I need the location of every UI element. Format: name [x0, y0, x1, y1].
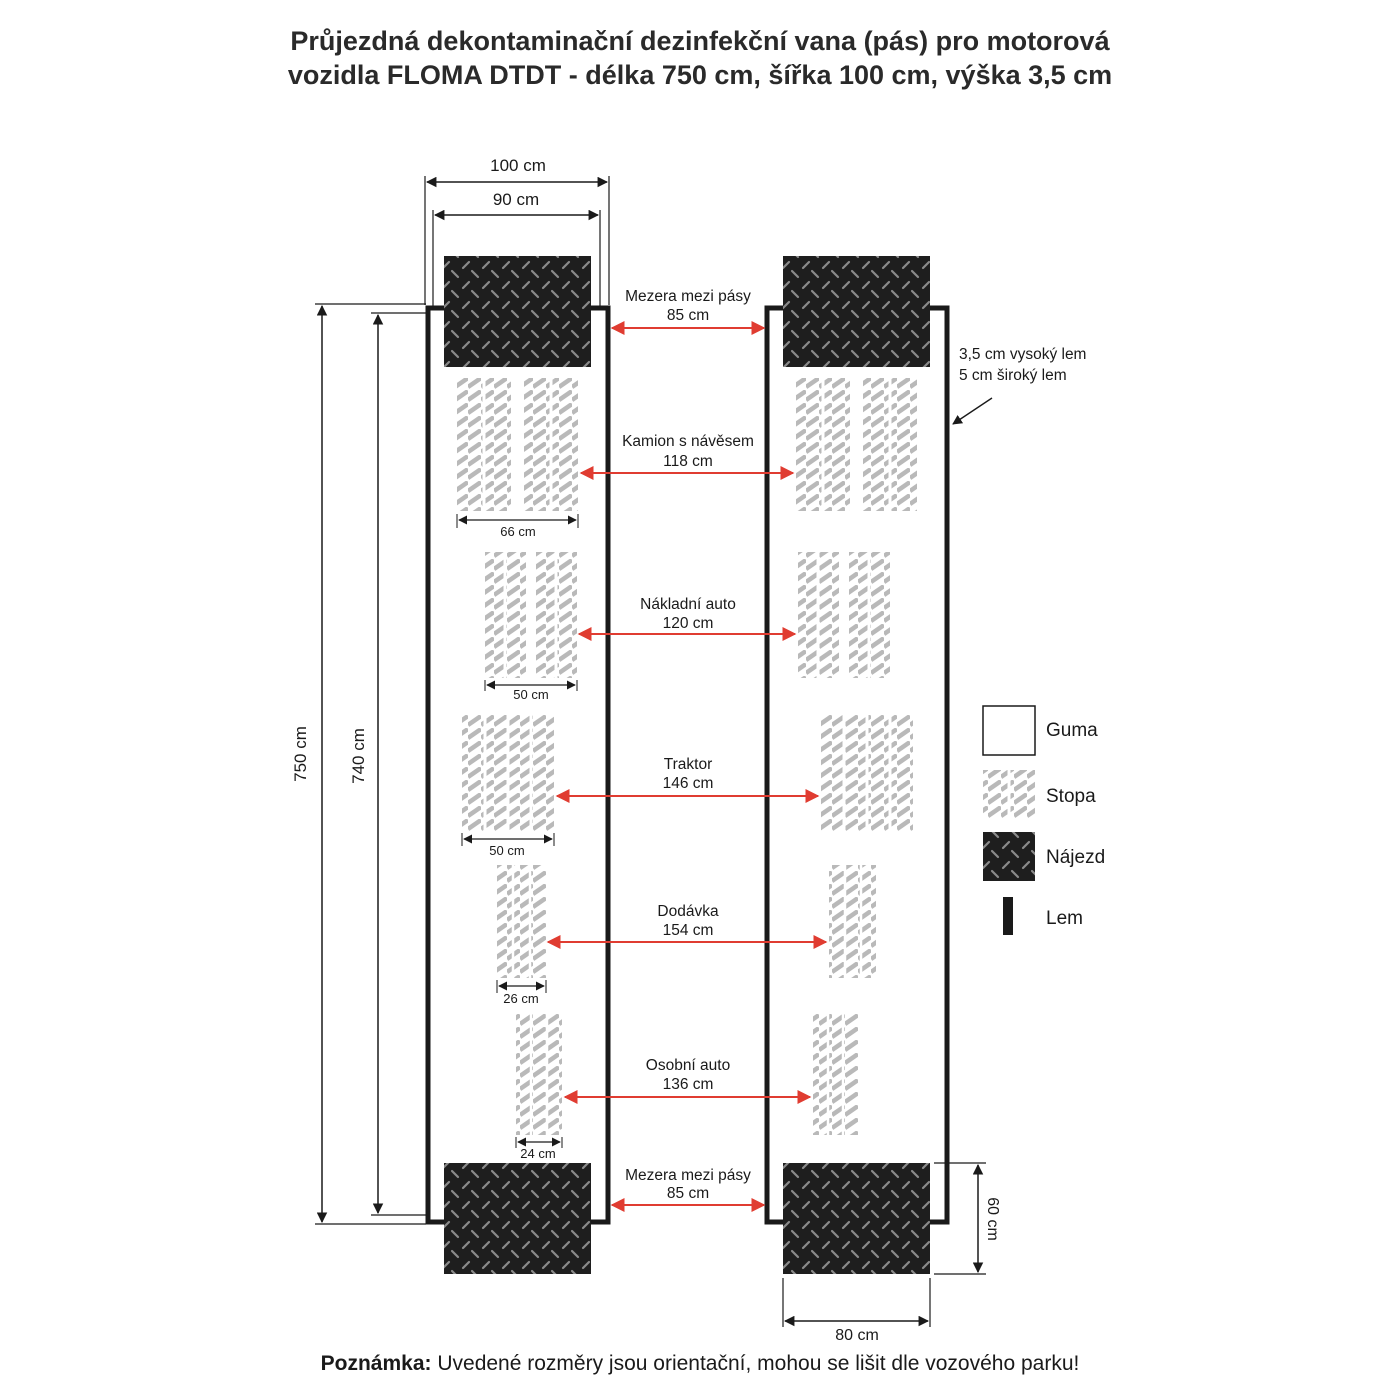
length-outer-label: 750 cm: [291, 726, 310, 782]
rim-height-label: 3,5 cm vysoký lem: [959, 346, 1086, 363]
truck-trailer-tire-tracks: [457, 378, 917, 511]
gap-bottom-name: Mezera mezi pásy: [625, 1167, 751, 1184]
length-inner-label: 740 cm: [349, 728, 368, 784]
ramp-width-label: 80 cm: [835, 1327, 879, 1344]
ramp-length-label: 60 cm: [984, 1197, 1001, 1241]
gap-car-name: Osobní auto: [646, 1057, 730, 1074]
tire-width-tractor: 50 cm: [461, 833, 555, 858]
width-inner-label: 90 cm: [493, 190, 539, 209]
gap-lorry-value: 120 cm: [663, 615, 714, 632]
tire-width-truck-trailer-label: 66 cm: [500, 524, 535, 539]
gap-truck-trailer-value: 118 cm: [663, 453, 713, 470]
gap-tractor-value: 146 cm: [663, 775, 714, 792]
rim-swatch: [1003, 897, 1013, 935]
legend-label-rim: Lem: [1046, 908, 1083, 929]
tire-width-tractor-label: 50 cm: [489, 843, 524, 858]
footnote: Poznámka: Uvedené rozměry jsou orientačn…: [0, 1352, 1400, 1376]
gap-top-value: 85 cm: [667, 307, 709, 324]
gap-tractor: Traktor 146 cm: [555, 756, 820, 803]
rim-annotation: 3,5 cm vysoký lem 5 cm široký lem: [952, 346, 1086, 425]
lorry-tire-tracks: [485, 552, 890, 678]
gap-top-name: Mezera mezi pásy: [625, 288, 751, 305]
tire-width-lorry-label: 50 cm: [513, 687, 548, 702]
tire-width-car: 24 cm: [515, 1137, 563, 1161]
gap-truck-trailer-name: Kamion s návěsem: [622, 433, 754, 450]
title-line-1: Průjezdná dekontaminační dezinfekční van…: [290, 26, 1110, 56]
ramp-width-dimension: 80 cm: [782, 1278, 931, 1344]
gap-bottom: Mezera mezi pásy 85 cm: [610, 1167, 766, 1212]
gap-lorry: Nákladní auto 120 cm: [577, 596, 797, 641]
gap-car: Osobní auto 136 cm: [563, 1057, 812, 1104]
ramp-length-dimension: 60 cm: [934, 1162, 1001, 1275]
tire-width-lorry: 50 cm: [484, 680, 578, 702]
tractor-tire-tracks: [462, 714, 913, 831]
right-bottom-ramp: [783, 1163, 930, 1274]
gap-van-name: Dodávka: [657, 903, 719, 920]
gap-truck-trailer: Kamion s návěsem 118 cm: [579, 433, 795, 480]
title-line-2: vozidla FLOMA DTDT - délka 750 cm, šířka…: [287, 60, 1113, 90]
left-bottom-ramp: [444, 1163, 591, 1274]
rim-width-label: 5 cm široký lem: [959, 367, 1067, 384]
gap-bottom-value: 85 cm: [667, 1185, 709, 1202]
gap-top: Mezera mezi pásy 85 cm: [610, 288, 766, 335]
tire-width-van-label: 26 cm: [503, 991, 538, 1006]
note-label: Poznámka:: [320, 1352, 432, 1375]
left-top-ramp: [444, 256, 591, 367]
legend: Guma Stopa Nájezd Lem: [982, 705, 1105, 935]
van-tire-tracks: [497, 865, 876, 978]
tire-width-van: 26 cm: [496, 980, 547, 1006]
tire-width-truck-trailer: 66 cm: [456, 514, 579, 539]
tire-width-car-label: 24 cm: [520, 1146, 555, 1161]
legend-label-ramp: Nájezd: [1046, 847, 1105, 868]
gap-car-value: 136 cm: [663, 1076, 714, 1093]
width-outer-label: 100 cm: [490, 156, 546, 175]
legend-label-tread: Stopa: [1046, 786, 1096, 807]
diagram-title: Průjezdná dekontaminační dezinfekční van…: [0, 24, 1400, 92]
ramp-plate-swatch: [983, 832, 1035, 881]
right-top-ramp: [783, 256, 930, 367]
car-tire-tracks: [516, 1014, 858, 1135]
legend-label-rubber: Guma: [1046, 720, 1098, 741]
gap-tractor-name: Traktor: [664, 756, 713, 773]
gap-lorry-name: Nákladní auto: [640, 596, 736, 613]
gap-van: Dodávka 154 cm: [546, 903, 828, 949]
note-text: Uvedené rozměry jsou orientační, mohou s…: [431, 1352, 1080, 1375]
rubber-swatch: [982, 705, 1036, 756]
gap-van-value: 154 cm: [663, 922, 714, 939]
